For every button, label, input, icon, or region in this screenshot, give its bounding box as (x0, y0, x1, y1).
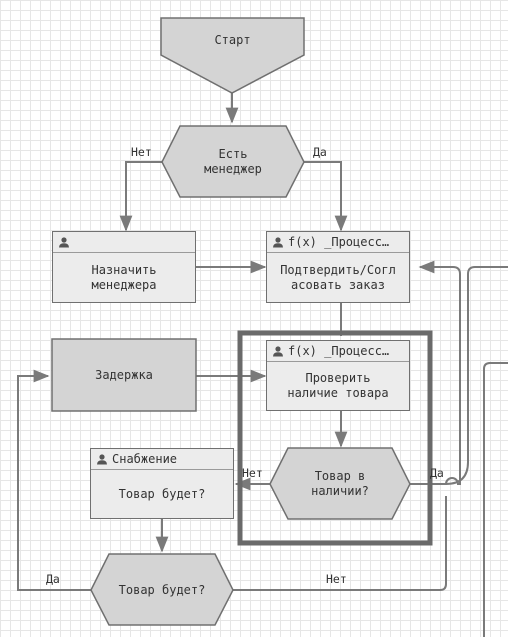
user-icon (273, 237, 283, 248)
edge-label-no-manager: Нет (131, 145, 152, 159)
confirm-order-line1: Подтвердить/Согл (280, 262, 396, 277)
edge-no-will-be (233, 496, 447, 591)
decision-in-stock-line1: Товар в (314, 469, 366, 483)
edge-yes-will-be (17, 369, 91, 591)
confirm-order-body: Подтвердить/Согл асовать заказ (267, 253, 409, 302)
decision-has-manager-line1: Есть (218, 147, 248, 161)
edge-no-manager (119, 161, 162, 232)
selection-frame (237, 330, 433, 546)
decision-will-be-label: Товар будет? (118, 582, 206, 597)
edge-external-right-2 (483, 362, 508, 637)
delay-node[interactable] (51, 338, 197, 412)
check-stock-task[interactable]: f(x) _Процесс… Проверить наличие товара (266, 340, 410, 411)
edge-yes-stock (410, 260, 461, 485)
edge-label-yes-will-be: Да (46, 572, 60, 586)
supply-header: Снабжение (91, 449, 233, 470)
edge-label-no-stock: Нет (242, 466, 263, 480)
check-stock-line2: наличие товара (287, 386, 389, 400)
decision-has-manager-line2: менеджер (204, 162, 262, 176)
confirm-order-task[interactable]: f(x) _Процесс… Подтвердить/Согл асовать … (266, 231, 410, 303)
check-stock-line1: Проверить (305, 371, 371, 385)
decision-has-manager[interactable] (161, 125, 305, 198)
check-stock-header-text: f(x) _Процесс… (288, 344, 390, 358)
user-icon (97, 454, 107, 465)
supply-task[interactable]: Снабжение Товар будет? (90, 448, 234, 519)
edge-label-yes-stock: Да (430, 466, 444, 480)
decision-will-be[interactable] (90, 553, 234, 626)
assign-manager-body: Назначить менеджера (53, 253, 195, 302)
decision-in-stock[interactable] (269, 447, 411, 520)
edge-label-no-will-be: Нет (326, 572, 347, 586)
user-icon (59, 237, 69, 248)
check-stock-header: f(x) _Процесс… (267, 341, 409, 362)
check-stock-body: Проверить наличие товара (267, 362, 409, 410)
delay-label: Задержка (95, 367, 153, 382)
assign-manager-line2: менеджера (91, 277, 157, 292)
edge-yes-manager (304, 161, 348, 232)
start-node[interactable] (160, 17, 305, 94)
edge-external-right-1 (445, 266, 508, 485)
decision-in-stock-label: Товар в наличии? (278, 462, 402, 506)
supply-header-text: Снабжение (112, 452, 178, 466)
confirm-order-header: f(x) _Процесс… (267, 232, 409, 253)
assign-manager-line1: Назначить (91, 262, 157, 277)
assign-manager-task[interactable]: Назначить менеджера (52, 231, 196, 303)
decision-in-stock-line2: наличии? (311, 484, 369, 498)
confirm-order-line2: асовать заказ (291, 277, 385, 292)
edge-label-yes-manager: Да (313, 145, 327, 159)
supply-body: Товар будет? (118, 486, 206, 501)
confirm-order-header-text: f(x) _Процесс… (288, 235, 390, 249)
decision-has-manager-label: Есть менеджер (170, 140, 296, 184)
start-label: Старт (214, 32, 251, 47)
user-icon (273, 346, 283, 357)
assign-manager-header (53, 232, 195, 253)
